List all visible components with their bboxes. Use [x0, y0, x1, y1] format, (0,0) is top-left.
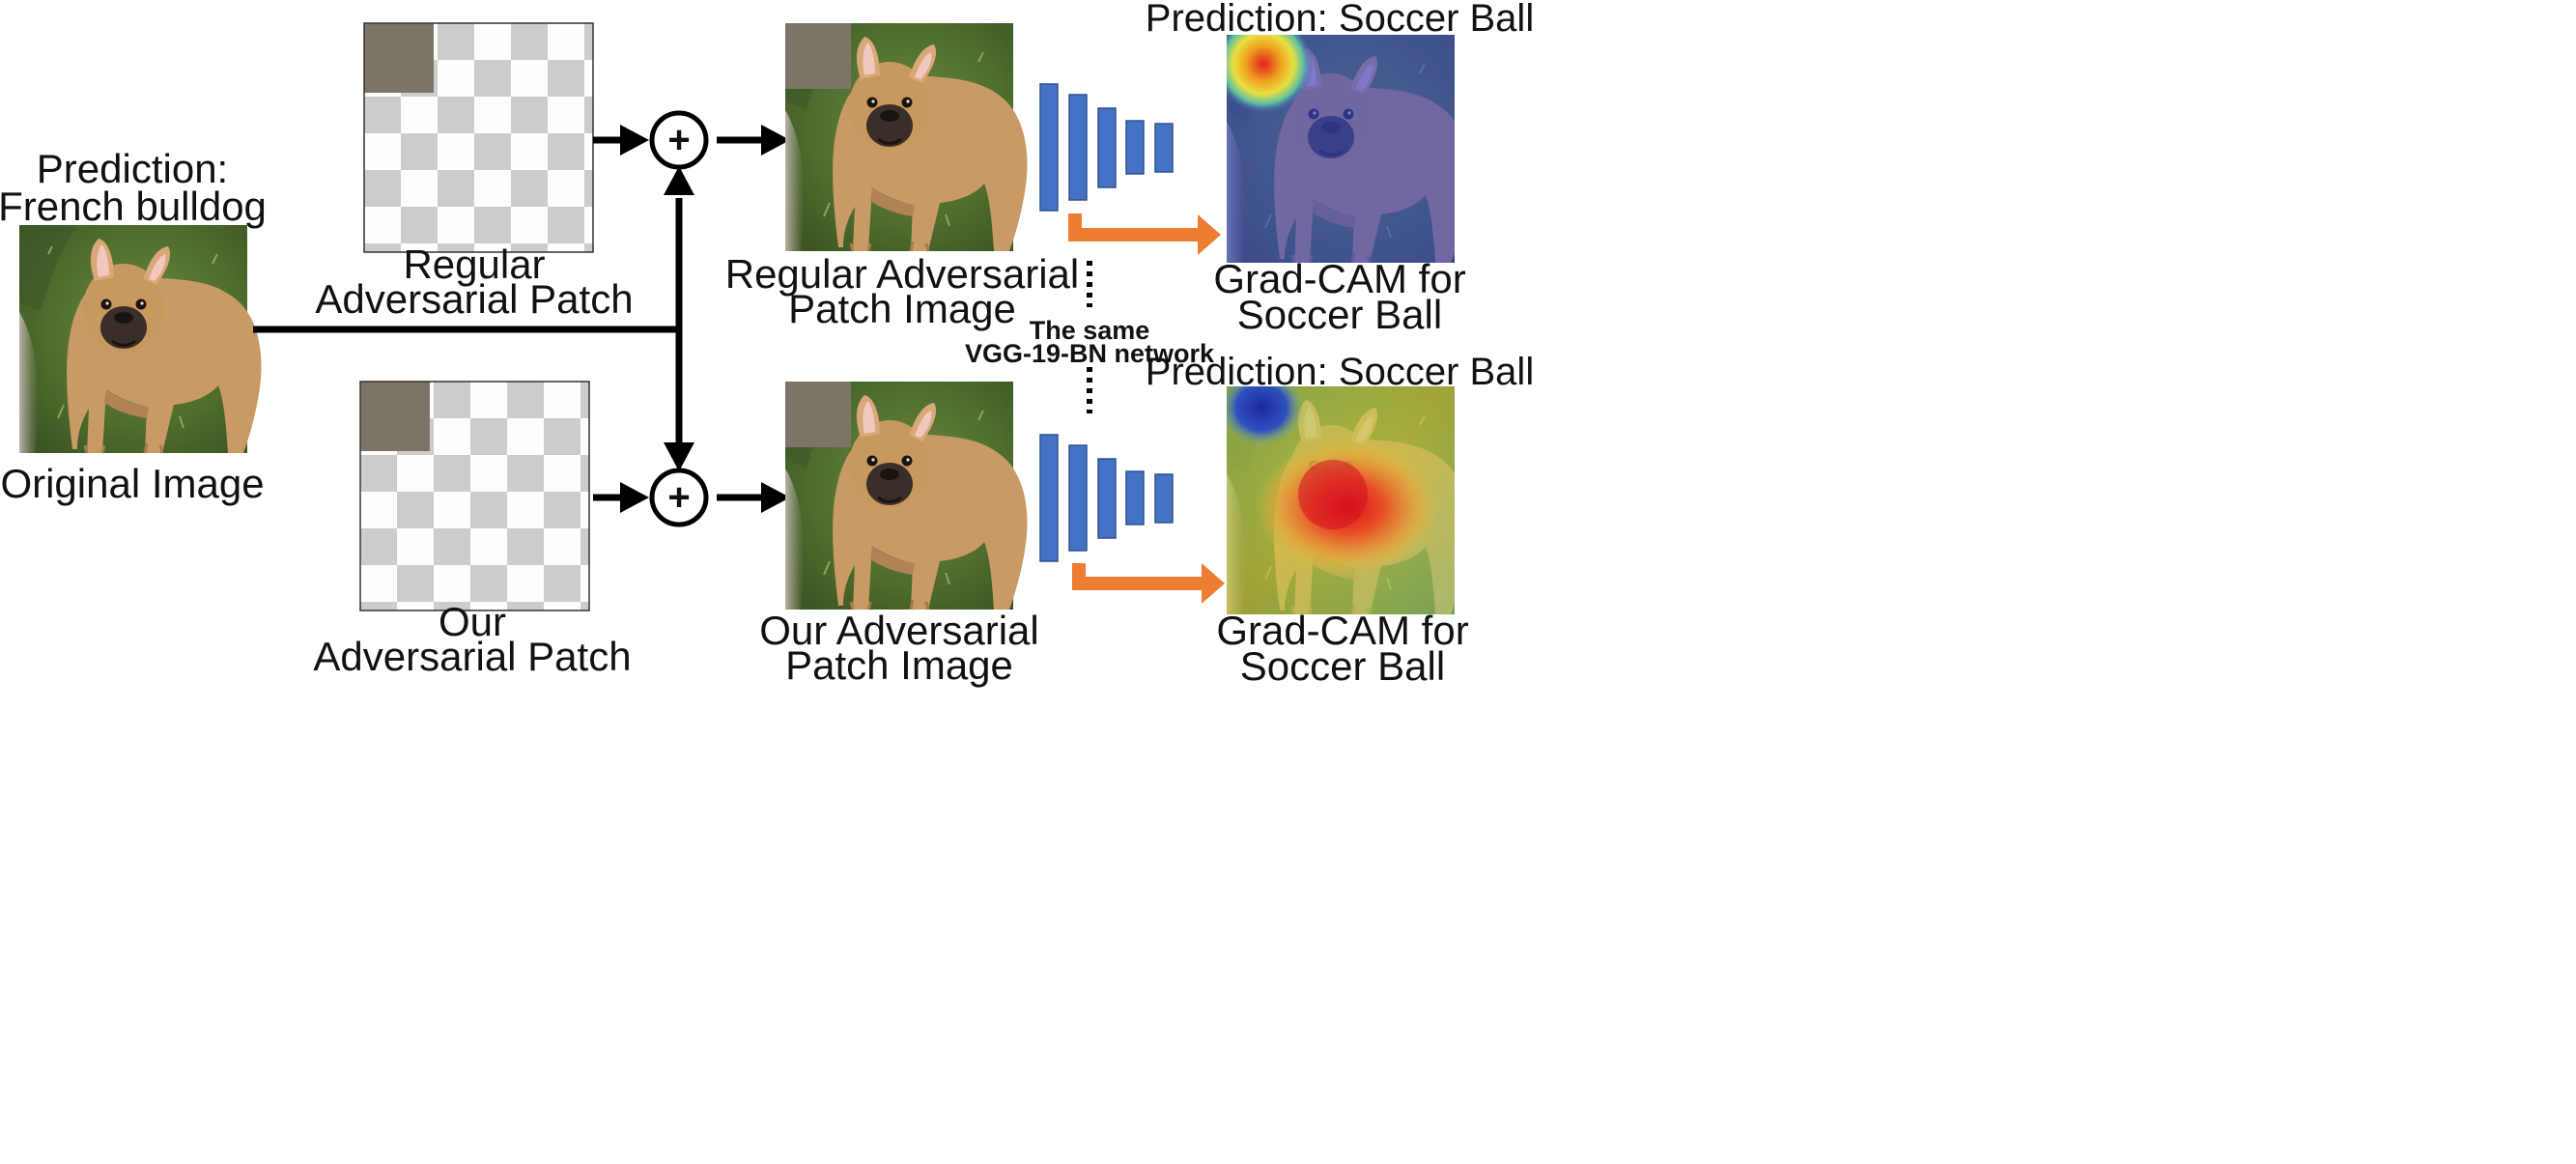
top-gradcam-group: Prediction: Soccer Ball Grad-CAM for Soc… — [1146, 0, 1534, 337]
network-label-2: VGG-19-BN network — [965, 339, 1215, 368]
our-patched-image-group: Our Adversarial Patch Image — [759, 382, 1039, 688]
arrowhead-down — [664, 442, 694, 471]
regular-patched-dog-image — [785, 23, 1028, 251]
bottom-plus-symbol: + — [667, 476, 690, 519]
original-prediction-label: Prediction: — [37, 146, 228, 191]
bottom-network — [1039, 434, 1174, 562]
bottom-plus-operator: + — [649, 468, 709, 527]
arrowhead-to-bottom-plus — [620, 482, 649, 513]
top-plus-operator: + — [649, 110, 709, 170]
top-network-layer-3 — [1097, 107, 1117, 188]
top-network-layer-4 — [1125, 120, 1145, 175]
our-patched-label-2: Patch Image — [785, 642, 1013, 688]
our-patch-label-1: Our — [439, 599, 506, 644]
regular-patch-label-2: Adversarial Patch — [315, 276, 633, 322]
arrowhead-to-our-image — [761, 482, 790, 513]
regular-patch-group: Regular Adversarial Patch — [315, 22, 634, 322]
original-prediction-class: French bulldog — [0, 184, 267, 229]
bottom-network-layer-1 — [1039, 434, 1059, 562]
regular-patched-image-group: Regular Adversarial Patch Image — [725, 23, 1080, 331]
regular-patch-square — [364, 23, 434, 93]
bottom-orange-arrow — [1072, 563, 1225, 604]
top-network-layer-1 — [1039, 83, 1059, 212]
bottom-gradcam-group: Prediction: Soccer Ball Grad-CAM for Soc… — [1146, 351, 1534, 689]
network-label-1: The same — [1030, 316, 1150, 345]
regular-patched-label-2: Patch Image — [788, 286, 1016, 331]
top-plus-symbol: + — [667, 119, 690, 161]
our-patch-group: Our Adversarial Patch — [313, 381, 632, 679]
top-gradcam-image — [1227, 35, 1455, 263]
top-network-layer-2 — [1068, 94, 1088, 201]
bottom-network-layer-3 — [1097, 458, 1117, 539]
original-image-caption: Original Image — [0, 461, 264, 506]
bottom-gradcam-label-2: Soccer Ball — [1240, 643, 1445, 689]
top-network-layer-5 — [1154, 123, 1174, 173]
connector-lines — [253, 136, 763, 501]
bottom-gradcam-label-1: Grad-CAM for — [1216, 608, 1468, 653]
top-gradcam-label-1: Grad-CAM for — [1213, 256, 1465, 301]
our-patched-dog-image — [785, 382, 1028, 610]
original-image-group: Prediction: French bulldog Original Imag… — [0, 146, 267, 506]
our-patch-square — [360, 382, 430, 451]
arrowhead-up — [664, 166, 694, 195]
top-network — [1039, 83, 1174, 212]
top-prediction-label: Prediction: Soccer Ball — [1146, 0, 1534, 40]
regular-patched-label-1: Regular Adversarial — [725, 251, 1080, 297]
bottom-gradcam-image — [1227, 386, 1455, 614]
our-patched-label-1: Our Adversarial — [759, 608, 1038, 653]
top-orange-arrow — [1068, 213, 1221, 255]
our-patch-border — [359, 381, 590, 611]
regular-patched-square — [785, 23, 851, 89]
arrowhead-to-top-plus — [620, 125, 649, 156]
top-gradcam-label-2: Soccer Ball — [1237, 292, 1442, 337]
our-patched-square — [785, 382, 851, 447]
bottom-prediction-label: Prediction: Soccer Ball — [1146, 351, 1534, 393]
original-dog-image — [19, 225, 262, 453]
our-patch-label-2: Adversarial Patch — [313, 634, 631, 679]
arrowhead-to-regular-image — [761, 125, 790, 156]
bottom-network-layer-5 — [1154, 473, 1174, 524]
bottom-network-layer-4 — [1125, 470, 1145, 525]
regular-patch-label-1: Regular — [403, 241, 545, 287]
bottom-network-layer-2 — [1068, 444, 1088, 552]
